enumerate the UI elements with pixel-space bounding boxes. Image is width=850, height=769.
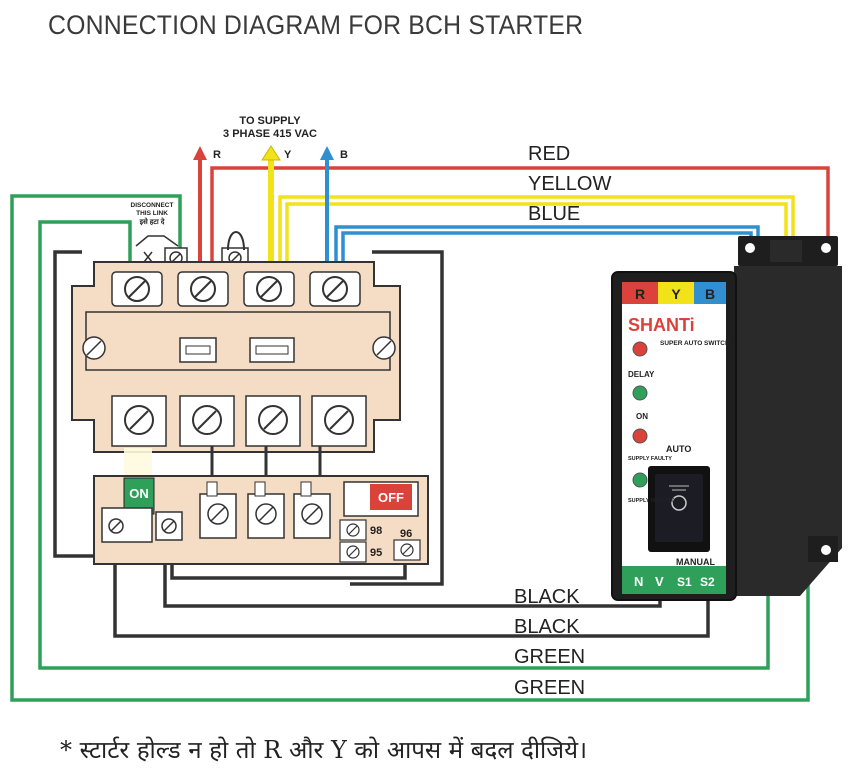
wire-label-green-2: GREEN — [514, 677, 585, 699]
wire-black-outer — [113, 542, 710, 638]
terminal-96: 96 — [400, 528, 412, 540]
wire-blue-a — [334, 225, 760, 282]
device-on: ON — [636, 412, 648, 421]
overload-relay — [93, 475, 429, 565]
device-subtitle: SUPER AUTO SWITCH — [660, 340, 730, 347]
super-auto-switch — [611, 236, 842, 601]
footer-note: * स्टार्टर होल्ड न हो तो R और Y को आपस म… — [60, 736, 588, 764]
device-manual: MANUAL — [676, 557, 715, 567]
terminal-98: 98 — [370, 525, 382, 537]
disconnect-link — [135, 235, 179, 263]
wire-label-green-1: GREEN — [514, 646, 585, 668]
device-term-s2: S2 — [700, 575, 715, 589]
device-term-s1: S1 — [677, 575, 692, 589]
wire-label-black-2: BLACK — [514, 616, 580, 638]
supply-label-2: 3 PHASE 415 VAC — [223, 128, 317, 140]
wire-label-red: RED — [528, 143, 570, 165]
contactor — [71, 261, 401, 453]
wire-yellow-b — [285, 202, 788, 282]
on-button-label: ON — [129, 486, 149, 501]
device-r: R — [635, 286, 645, 302]
supply-phase-y: Y — [284, 149, 292, 161]
wire-label-black-1: BLACK — [514, 586, 580, 608]
wire-black-left — [53, 250, 108, 558]
supply-label-1: TO SUPPLY — [239, 115, 301, 127]
wire-yellow-a — [278, 195, 795, 282]
link-note-3: इसे हटा दे — [139, 217, 165, 226]
wire-green-outer — [10, 194, 810, 702]
supply-phase-r: R — [213, 149, 221, 161]
wire-label-yellow: YELLOW — [528, 173, 611, 195]
device-term-n: N — [634, 574, 643, 589]
device-supply-fault: SUPPLY FAULTY — [628, 456, 672, 462]
page-title: CONNECTION DIAGRAM FOR BCH STARTER — [48, 10, 584, 40]
device-b: B — [705, 286, 715, 302]
device-delay: DELAY — [628, 370, 655, 379]
device-brand: SHANTi — [628, 315, 695, 335]
wire-red — [210, 166, 830, 282]
device-supply-health: SUPPLY HEALTHY — [628, 498, 677, 504]
device-y: Y — [671, 286, 681, 302]
wire-label-blue: BLUE — [528, 203, 580, 225]
link-note-1: DISCONNECT — [131, 202, 174, 209]
device-auto: AUTO — [666, 444, 691, 454]
terminal-95: 95 — [370, 547, 382, 559]
wire-black-right — [350, 250, 444, 586]
device-term-v: V — [655, 574, 664, 589]
supply-phase-b: B — [340, 149, 348, 161]
off-button-label: OFF — [378, 490, 404, 505]
wire-green-inner — [38, 220, 770, 670]
link-note-2: THIS LINK — [136, 210, 168, 217]
